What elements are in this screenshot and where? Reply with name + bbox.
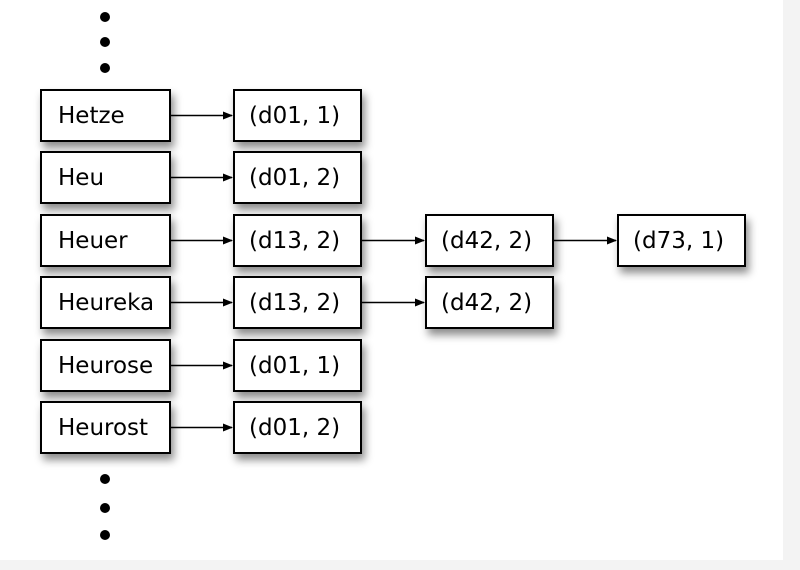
term-box: Heu bbox=[40, 151, 171, 204]
posting-label: (d73, 1) bbox=[633, 227, 725, 254]
posting-label: (d13, 2) bbox=[249, 289, 341, 316]
term-label: Heurost bbox=[58, 414, 149, 441]
posting-box: (d13, 2) bbox=[233, 276, 362, 329]
term-label: Heureka bbox=[58, 289, 155, 316]
ellipsis-dot bbox=[100, 474, 110, 484]
ellipsis-dot bbox=[100, 503, 110, 513]
term-box: Heurose bbox=[40, 339, 171, 392]
term-box: Hetze bbox=[40, 89, 171, 142]
posting-box: (d01, 2) bbox=[233, 401, 362, 454]
term-label: Heu bbox=[58, 164, 105, 191]
posting-label: (d13, 2) bbox=[249, 227, 341, 254]
posting-box: (d13, 2) bbox=[233, 214, 362, 267]
posting-label: (d42, 2) bbox=[441, 289, 533, 316]
term-box: Heureka bbox=[40, 276, 171, 329]
arrows-layer bbox=[171, 111, 617, 432]
posting-box: (d42, 2) bbox=[425, 276, 554, 329]
ellipsis-dot bbox=[100, 530, 110, 540]
posting-label: (d01, 2) bbox=[249, 414, 341, 441]
posting-label: (d42, 2) bbox=[441, 227, 533, 254]
posting-label: (d01, 1) bbox=[249, 102, 341, 129]
posting-label: (d01, 2) bbox=[249, 164, 341, 191]
ellipsis-dot bbox=[100, 37, 110, 47]
posting-box: (d42, 2) bbox=[425, 214, 554, 267]
term-label: Heuer bbox=[58, 227, 128, 254]
ellipsis-dot bbox=[100, 63, 110, 73]
posting-box: (d01, 1) bbox=[233, 339, 362, 392]
term-box: Heuer bbox=[40, 214, 171, 267]
inverted-index-diagram: Hetze (d01, 1) Heu (d01, 2) Heuer (d13, 2) (d4… bbox=[0, 0, 783, 560]
posting-box: (d73, 1) bbox=[617, 214, 746, 267]
posting-label: (d01, 1) bbox=[249, 352, 341, 379]
posting-box: (d01, 2) bbox=[233, 151, 362, 204]
ellipsis-dot bbox=[100, 12, 110, 22]
term-label: Heurose bbox=[58, 352, 154, 379]
term-box: Heurost bbox=[40, 401, 171, 454]
posting-box: (d01, 1) bbox=[233, 89, 362, 142]
term-label: Hetze bbox=[58, 102, 125, 129]
